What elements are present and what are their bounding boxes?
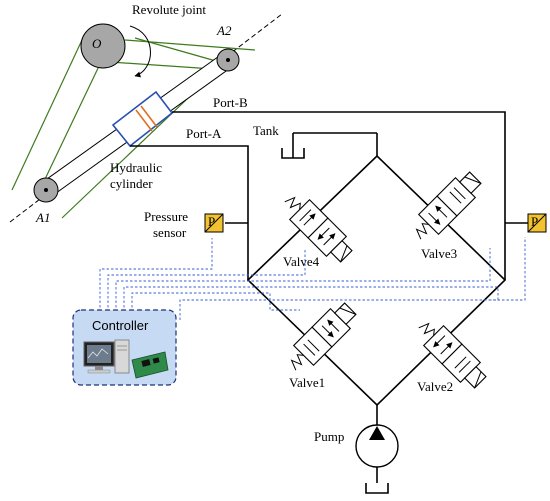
signal-line <box>179 237 526 320</box>
controller-label: Controller <box>92 318 149 333</box>
signal-line <box>115 248 491 312</box>
linkage-line <box>124 39 256 51</box>
pump-label: Pump <box>314 429 344 444</box>
hydraulic-cylinder-label: cylinder <box>110 176 153 191</box>
valve1 <box>290 302 357 371</box>
point-a1-label: A1 <box>35 210 50 225</box>
cylinder-piston-band <box>140 105 158 128</box>
pressure-sensor-right: P <box>527 213 547 233</box>
signal-line <box>131 292 300 312</box>
rotation-arrow-icon <box>129 25 151 78</box>
valve3-label: Valve3 <box>421 246 457 261</box>
hydraulic-circuit <box>130 111 530 483</box>
linkage-line <box>11 39 83 191</box>
tank-icon <box>365 483 389 494</box>
linkage-line <box>35 63 101 199</box>
computer-and-daq-card-icon <box>83 339 169 379</box>
valve2 <box>418 322 487 389</box>
valve1-label: Valve1 <box>289 375 325 390</box>
valve4 <box>284 196 353 263</box>
revolute-joint-label: Revolute joint <box>132 2 206 17</box>
valve4-label: Valve4 <box>283 254 320 269</box>
tank-icon <box>281 132 357 159</box>
controller: Controller <box>72 309 177 386</box>
pump-icon <box>355 424 399 468</box>
hydraulic-cylinder-label: Hydraulic <box>110 160 162 175</box>
mechanism <box>9 13 283 223</box>
signal-line <box>123 286 499 312</box>
cylinder-piston-band <box>135 109 153 132</box>
port-b-pipe <box>172 111 506 280</box>
pressure-sensor-label: sensor <box>153 225 187 240</box>
pressure-sensor-symbol: P <box>531 214 538 229</box>
valve2-label: Valve2 <box>417 379 453 394</box>
point-a2-label: A2 <box>216 23 232 38</box>
tank-label: Tank <box>253 123 279 138</box>
signal-line <box>107 248 306 312</box>
port-a-pipe <box>130 145 249 280</box>
point-o-label: O <box>92 36 102 51</box>
signal-lines <box>99 237 526 320</box>
pressure-sensor-left: P <box>204 213 224 233</box>
pressure-sensor-label: Pressure <box>144 209 188 224</box>
hydraulic-cylinder <box>111 90 174 148</box>
signal-line <box>99 238 213 312</box>
revolute-joint-pulley <box>80 23 126 69</box>
valve3 <box>415 171 482 240</box>
port-a-label: Port-A <box>186 126 222 141</box>
port-b-label: Port-B <box>213 95 248 110</box>
pressure-sensor-symbol: P <box>208 214 215 229</box>
